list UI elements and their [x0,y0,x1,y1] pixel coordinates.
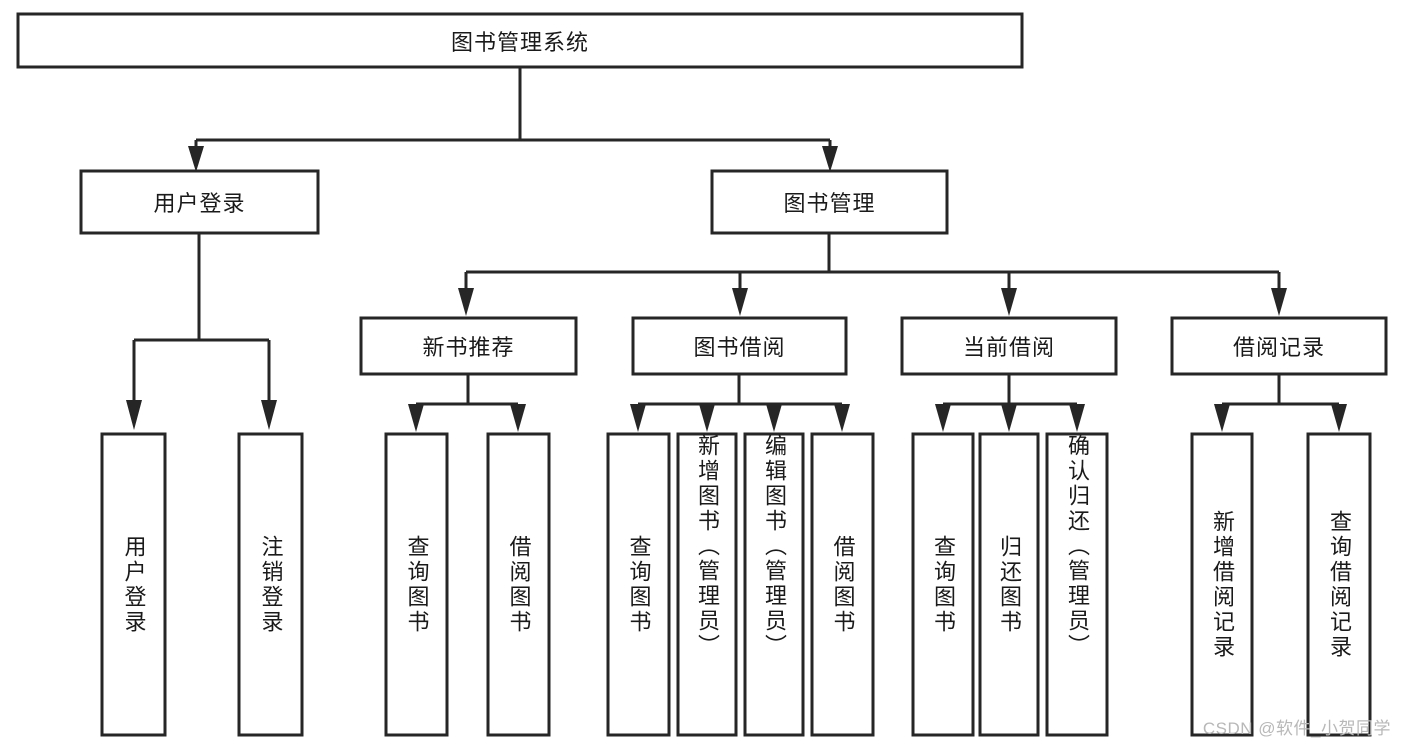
arrow-head-leaf-query-book-3 [935,404,951,432]
node-box-new-book-recommend[interactable] [359,316,578,376]
arrow-head-leaf-add-book [699,404,715,432]
watermark-text: CSDN @软件_小贺同学 [1202,719,1391,738]
arrow-head-leaf-query-record [1331,404,1347,432]
connector-root-to-level2 [188,67,838,172]
arrow-head-leaf-borrow-book-1 [510,404,526,432]
node-box-book-manage[interactable] [710,169,949,235]
connector-book-borrow-to-leaves [630,374,850,432]
arrow-head-book-borrow [732,288,748,316]
arrow-head-leaf-edit-book [766,404,782,432]
node-box-leaf-add-book[interactable] [676,432,738,737]
arrow-head-leaf-add-record [1214,404,1230,432]
arrow-head-leaf-logout [261,400,277,430]
node-box-borrow-record[interactable] [1170,316,1388,376]
arrow-head-leaf-query-book-2 [630,404,646,432]
connector-current-borrow-to-leaves [935,374,1085,432]
arrow-head-leaf-borrow-book-2 [834,404,850,432]
arrow-head-leaf-confirm-return [1069,404,1085,432]
connector-user-login-to-leaves [126,233,277,430]
node-box-leaf-edit-book[interactable] [743,432,805,737]
node-box-leaf-return-book[interactable] [978,432,1040,737]
connector-borrow-record-to-leaves [1214,374,1347,432]
arrow-head-new-book-recommend [458,288,474,316]
arrow-head-current-borrow [1001,288,1017,316]
node-box-leaf-add-record[interactable] [1190,432,1254,737]
arrow-head-user-login [188,146,204,172]
node-box-leaf-query-book-2[interactable] [606,432,671,737]
arrow-head-leaf-user-login [126,400,142,430]
node-box-current-borrow[interactable] [900,316,1118,376]
connector-book-manage-to-level3 [458,233,1287,316]
arrow-head-borrow-record [1271,288,1287,316]
node-box-leaf-confirm-return[interactable] [1045,432,1109,737]
node-box-book-borrow[interactable] [631,316,848,376]
node-box-user-login[interactable] [79,169,320,235]
arrow-head-leaf-query-book-1 [408,404,424,432]
node-box-leaf-query-book-1[interactable] [384,432,449,737]
node-box-leaf-logout[interactable] [237,432,304,737]
arrow-head-leaf-return-book [1001,404,1017,432]
node-box-root[interactable] [16,12,1024,69]
node-box-leaf-user-login[interactable] [100,432,167,737]
node-box-leaf-query-record[interactable] [1306,432,1372,737]
node-box-leaf-borrow-book-1[interactable] [486,432,551,737]
node-box-leaf-borrow-book-2[interactable] [810,432,875,737]
connector-new-book-to-leaves [408,374,526,432]
arrow-head-book-manage [822,146,838,172]
node-box-leaf-query-book-3[interactable] [911,432,975,737]
